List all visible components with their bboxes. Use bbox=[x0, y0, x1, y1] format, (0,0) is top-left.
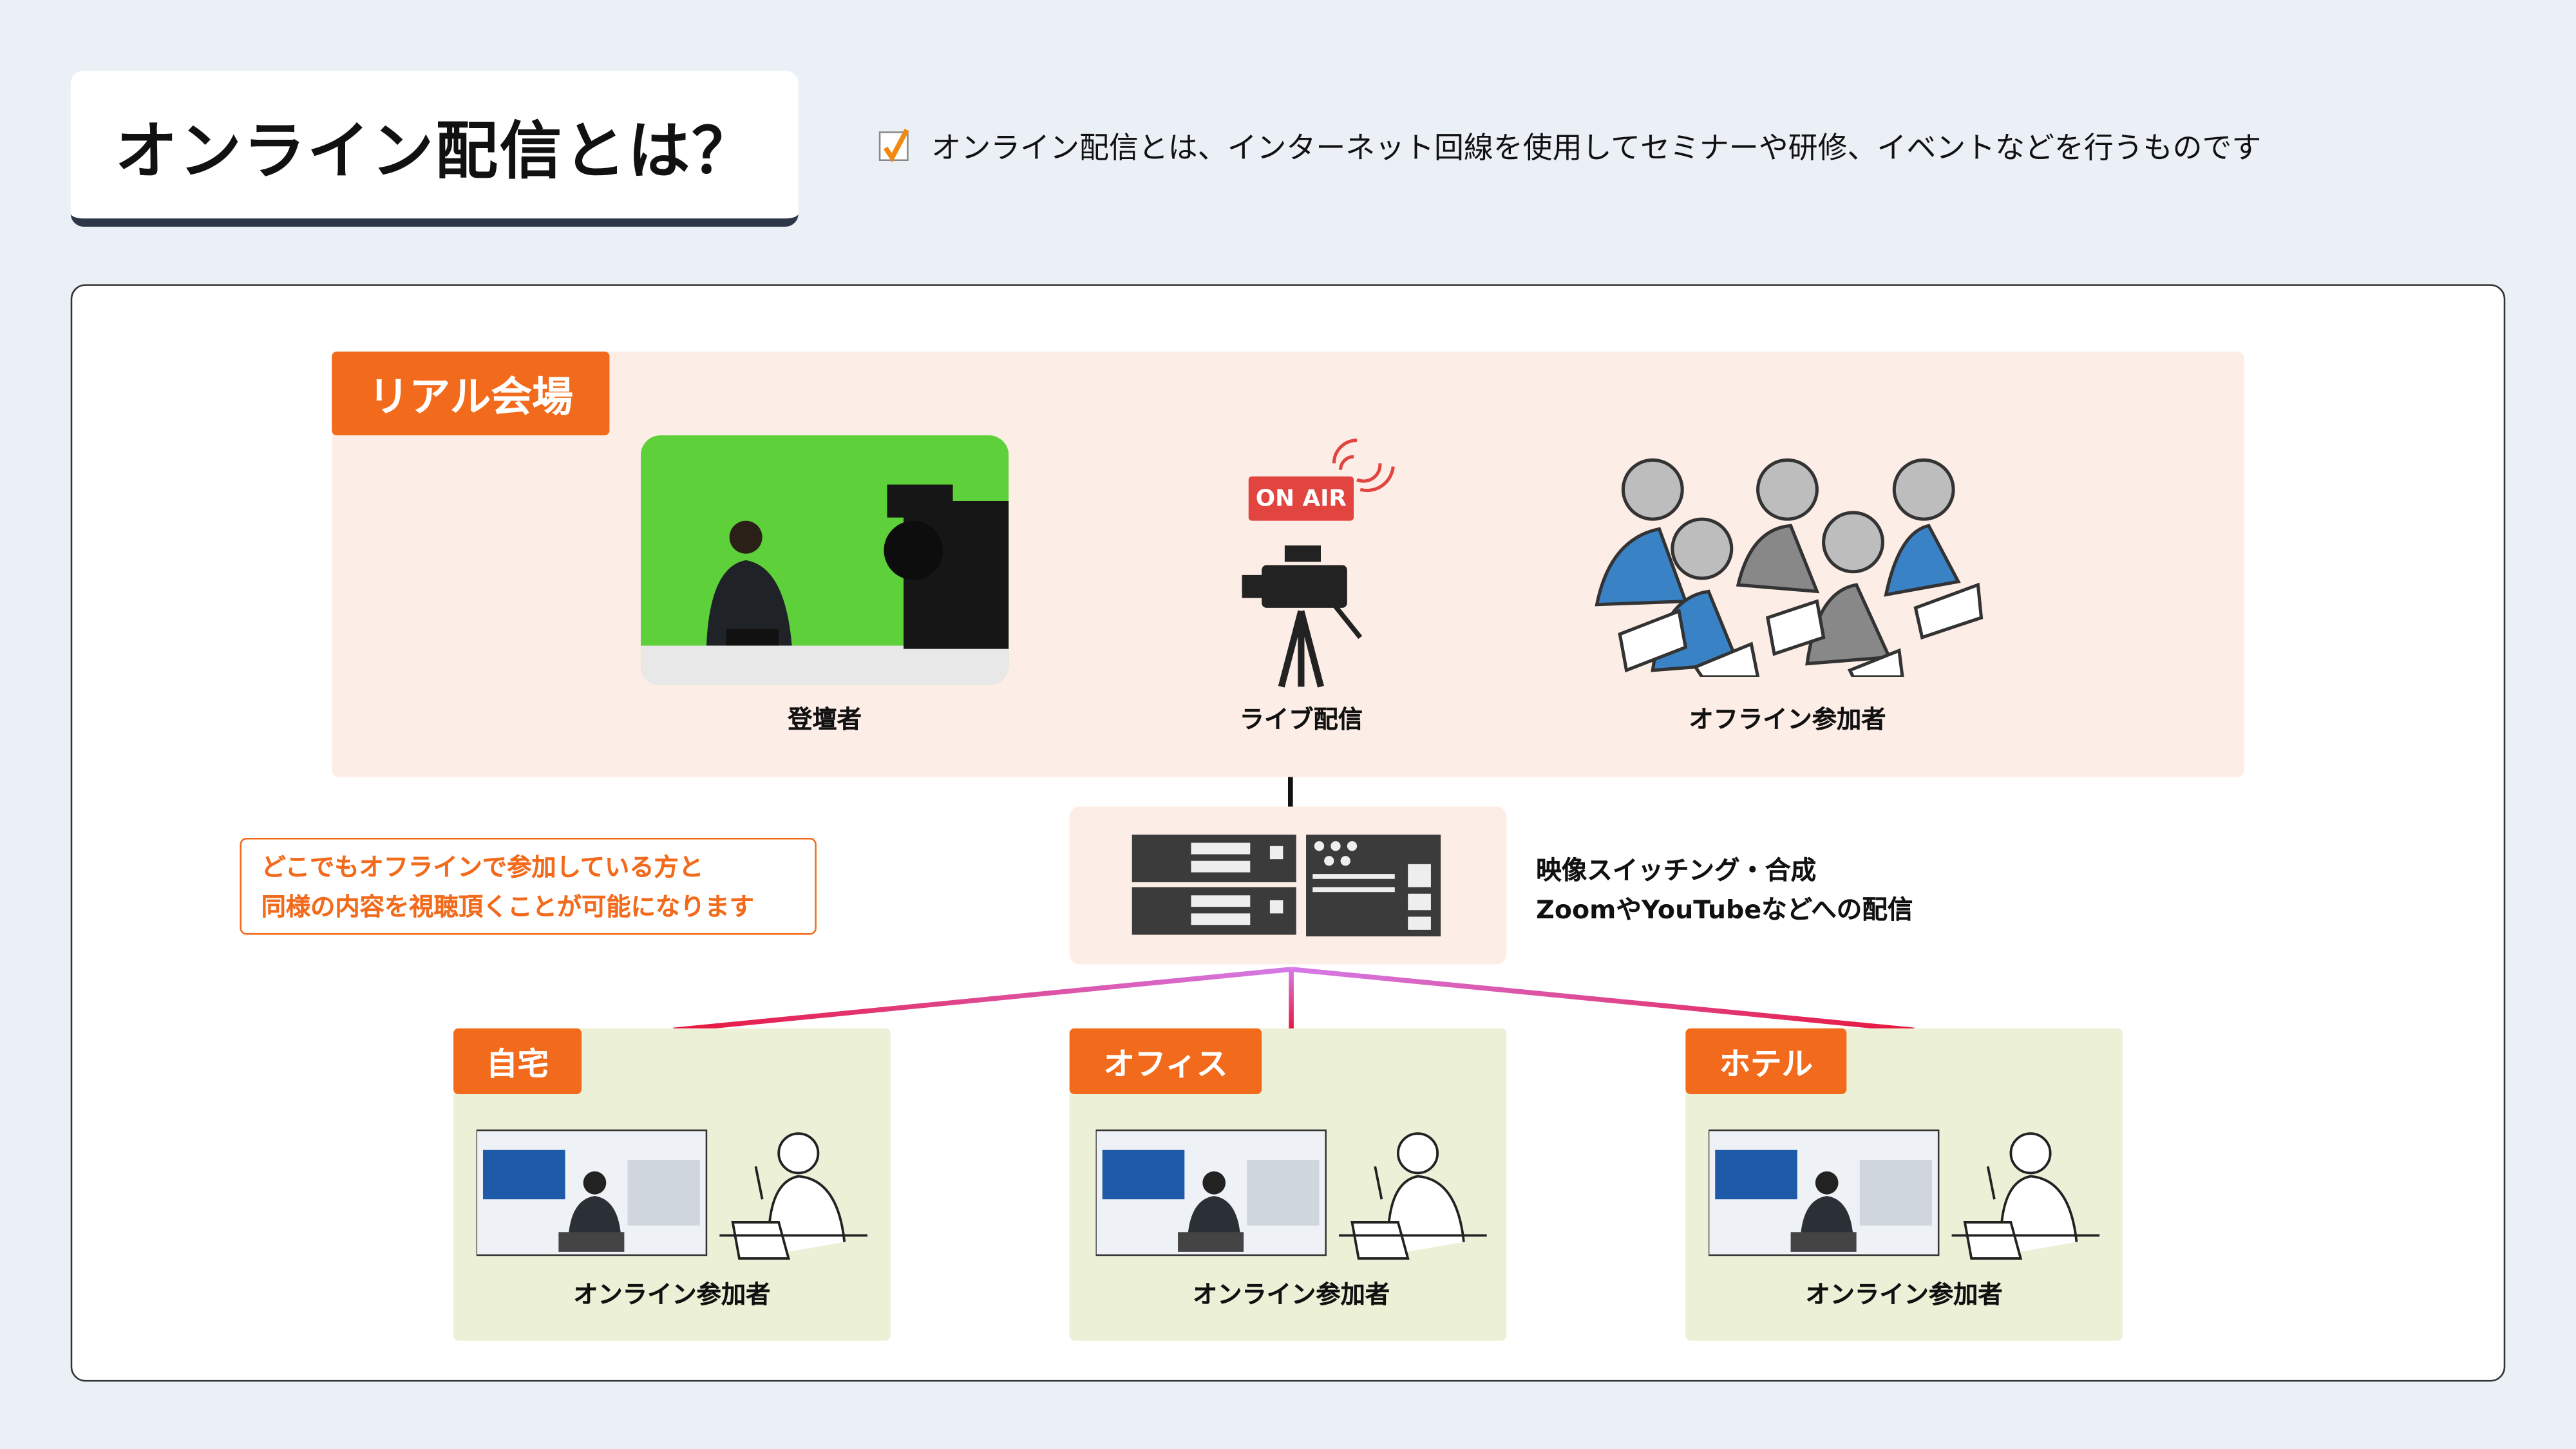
switcher-line-2: ZoomやYouTubeなどへの配信 bbox=[1536, 895, 1913, 925]
site-label-home: オンライン参加者 bbox=[573, 1280, 771, 1310]
live-label: ライブ配信 bbox=[1239, 705, 1363, 735]
switcher-line-1: 映像スイッチング・合成 bbox=[1536, 856, 1817, 886]
title-card: オンライン配信とは？ bbox=[70, 70, 799, 227]
video-camera-icon bbox=[1242, 545, 1363, 688]
speaker-photo bbox=[640, 435, 1009, 685]
callout-line-1: どこでもオフラインで参加している方と bbox=[261, 852, 704, 882]
broadcast-waves-icon bbox=[1332, 439, 1395, 493]
site-tag-home: 自宅 bbox=[453, 1028, 582, 1094]
callout-line-2: 同様の内容を視聴頂くことが可能になります bbox=[261, 892, 754, 922]
intro: オンライン配信とは、インターネット回線を使用してセミナーや研修、イベントなどを行… bbox=[878, 125, 2262, 167]
on-air-badge: ON AIR bbox=[1248, 476, 1354, 521]
audience-illustration bbox=[1595, 458, 1984, 677]
offline-label: オフライン参加者 bbox=[1689, 705, 1886, 735]
callout-box: どこでもオフラインで参加している方と 同様の内容を視聴頂くことが可能になります bbox=[240, 838, 817, 935]
online-viewer-illustration bbox=[476, 1129, 867, 1260]
site-tag-hotel: ホテル bbox=[1685, 1028, 1847, 1094]
checkbox-checked-icon bbox=[878, 128, 909, 163]
speaker-label: 登壇者 bbox=[788, 705, 862, 735]
line-home bbox=[673, 967, 1292, 1033]
site-tag-office: オフィス bbox=[1069, 1028, 1262, 1094]
online-viewer-illustration bbox=[1095, 1129, 1487, 1260]
line-office bbox=[1289, 969, 1294, 1030]
page-title: オンライン配信とは？ bbox=[115, 114, 756, 187]
site-label-office: オンライン参加者 bbox=[1193, 1280, 1390, 1310]
venue-tag: リアル会場 bbox=[332, 351, 610, 436]
connector-line bbox=[1287, 777, 1293, 807]
switcher-description: 映像スイッチング・合成 ZoomやYouTubeなどへの配信 bbox=[1536, 851, 1913, 929]
site-label-hotel: オンライン参加者 bbox=[1805, 1280, 2003, 1310]
intro-text: オンライン配信とは、インターネット回線を使用してセミナーや研修、イベントなどを行… bbox=[931, 131, 2262, 166]
line-hotel bbox=[1291, 967, 1915, 1033]
online-viewer-illustration bbox=[1709, 1129, 2100, 1260]
video-switcher-icon bbox=[1132, 834, 1441, 937]
